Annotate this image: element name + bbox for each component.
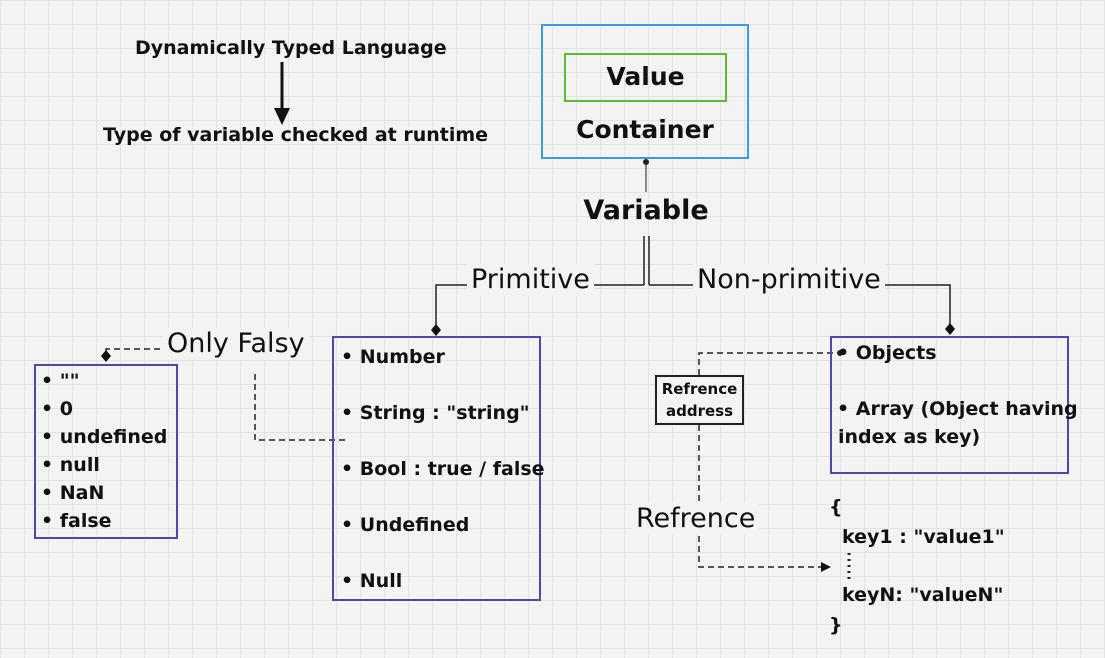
primitive-type-item: • Bool : true / false (341, 458, 545, 480)
reference-arrowhead (821, 562, 831, 572)
falsy-item-text: "" (59, 370, 80, 392)
non-primitive-type-item: • Objects (837, 342, 937, 364)
container-label: Container (576, 115, 714, 144)
object-open-brace: { (829, 496, 843, 518)
non-primitive-type-item: • Array (Object having (837, 398, 1078, 420)
reference-address-box: Refrence address (655, 375, 744, 425)
object-key1-line: key1 : "value1" (842, 526, 1005, 548)
falsy-item-text: NaN (59, 482, 105, 504)
object-close-brace: } (829, 614, 843, 636)
falsy-dashed-link-top (105, 348, 170, 354)
primitive-type-text: Number (359, 346, 445, 368)
reference-dot (837, 350, 843, 356)
falsy-item: • "" (41, 370, 80, 392)
non-primitive-type-text: Array (Object having (855, 398, 1078, 420)
falsy-item: • 0 (41, 398, 73, 420)
non-primitive-types-box (830, 336, 1069, 474)
header-line-1: Dynamically Typed Language (135, 37, 447, 59)
reference-address-line-1: Refrence (661, 380, 738, 398)
header-arrow-head (274, 108, 290, 125)
falsy-item-text: 0 (59, 398, 73, 420)
falsy-item: • false (41, 510, 112, 532)
reference-dashed-arrow (698, 536, 822, 568)
only-falsy-label: Only Falsy (163, 328, 309, 361)
falsy-item: • undefined (41, 426, 168, 448)
non-primitive-type-text: Objects (855, 342, 937, 364)
primitive-type-text: Null (359, 570, 403, 592)
non-primitive-branch-diamond (945, 323, 955, 335)
object-keyN-line: keyN: "valueN" (842, 584, 1004, 606)
reference-address-line-2: address (665, 402, 734, 420)
non-primitive-label: Non-primitive (693, 264, 885, 297)
reference-dashed-top (698, 352, 836, 375)
primitive-type-text: Bool : true / false (359, 458, 545, 480)
container-link-dot (643, 159, 649, 165)
primitive-type-item: • Null (341, 570, 403, 592)
reference-label: Refrence (632, 503, 760, 536)
non-primitive-type-continuation: index as key) (838, 426, 981, 448)
primitive-type-item: • String : "string" (341, 402, 530, 424)
falsy-diamond (101, 350, 111, 362)
primitive-type-text: Undefined (359, 514, 470, 536)
value-box (564, 53, 727, 102)
variable-label: Variable (583, 195, 709, 226)
falsy-item-text: null (59, 454, 100, 476)
container-box (541, 24, 749, 159)
falsy-item: • NaN (41, 482, 105, 504)
primitive-label: Primitive (467, 264, 594, 297)
header-line-2: Type of variable checked at runtime (103, 124, 489, 146)
falsy-dashed-link-bottom (254, 374, 346, 441)
primitive-type-text: String : "string" (359, 402, 530, 424)
primitive-type-item: • Number (341, 346, 445, 368)
primitive-types-box (332, 336, 541, 601)
falsy-item-text: false (59, 510, 112, 532)
falsy-item: • null (41, 454, 100, 476)
primitive-type-item: • Undefined (341, 514, 470, 536)
falsy-values-box (34, 364, 178, 539)
value-label: Value (606, 62, 685, 91)
falsy-item-text: undefined (59, 426, 168, 448)
primitive-branch-diamond (431, 324, 441, 336)
